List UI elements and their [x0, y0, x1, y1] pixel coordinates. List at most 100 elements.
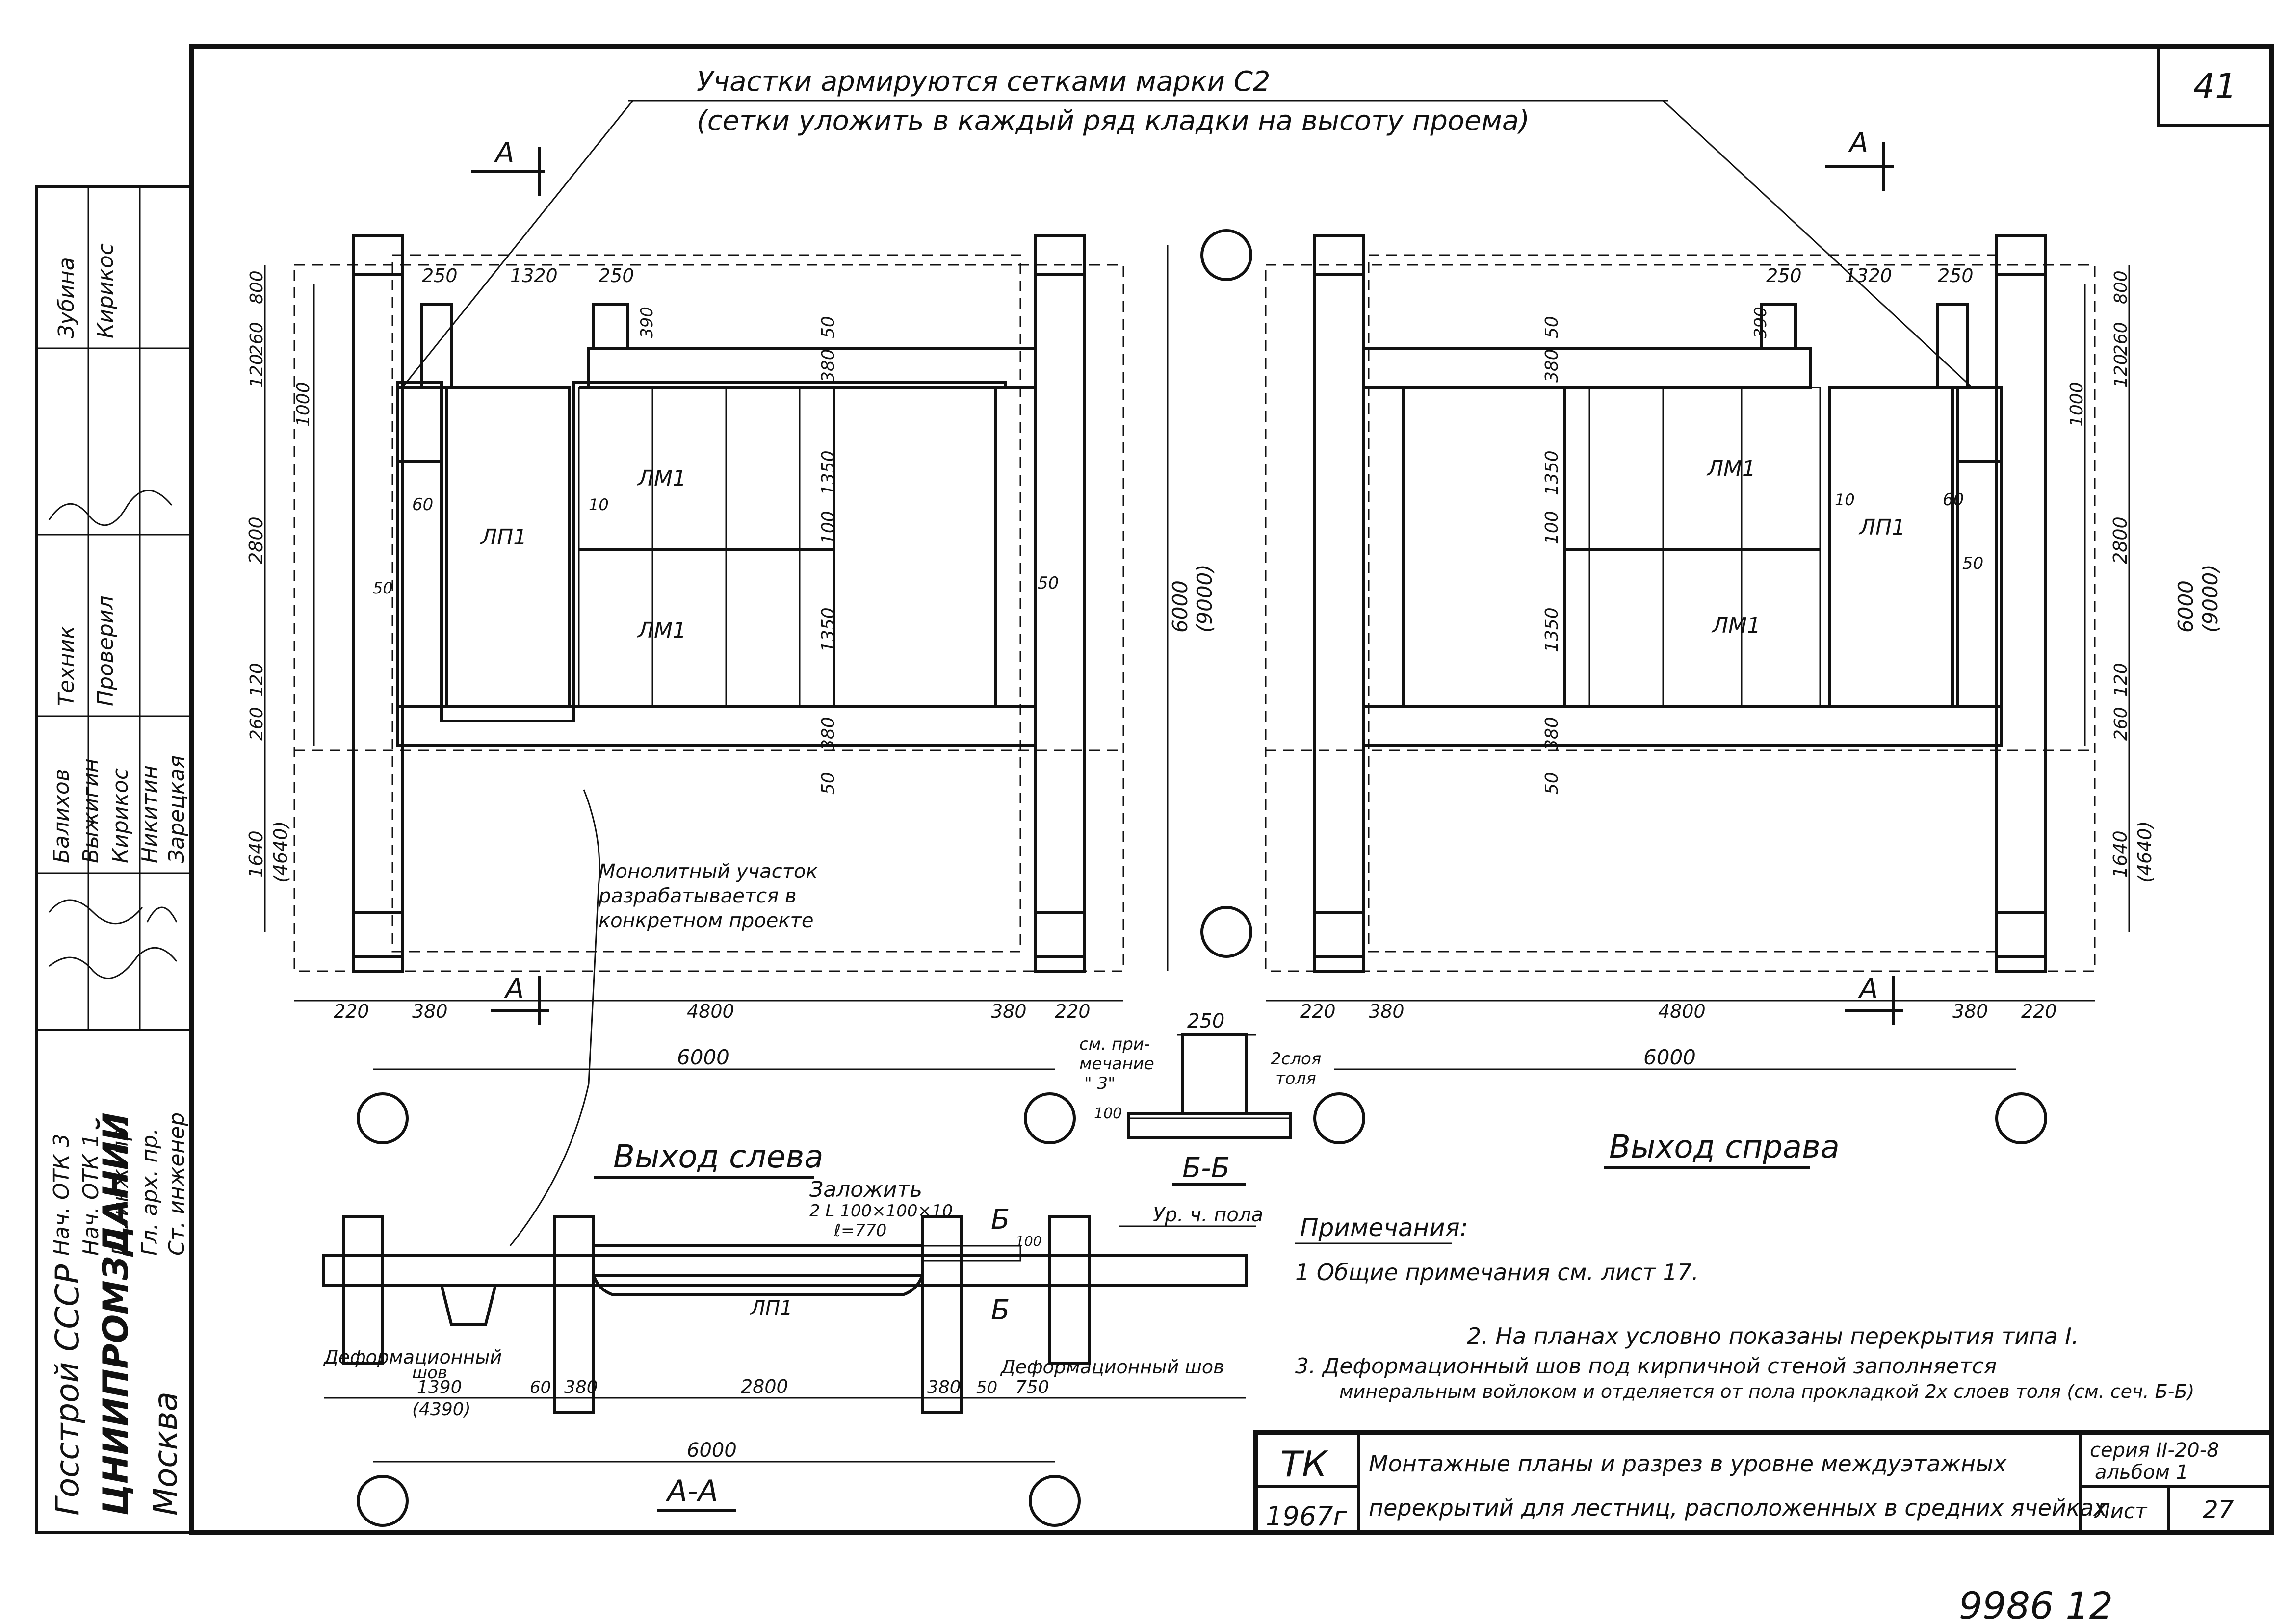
section-mark-a-left-top: А	[494, 137, 514, 169]
right-top-dim-2: 1320	[1845, 265, 1892, 286]
stamp-name-2: Выжигин	[78, 758, 104, 863]
aa-dim-100: 100	[1015, 1233, 1041, 1249]
left-inner-dim-9: 60	[412, 495, 433, 515]
stamp-position-5: Ст. инженер	[164, 1112, 189, 1256]
right-side-dim-8: 1640	[2109, 830, 2131, 878]
aa-cut-mark-bottom: Б	[991, 1294, 1010, 1326]
stamp-org-gosstroy: Госстрой СССР	[49, 1264, 86, 1516]
stamp-role-technician: Техник	[54, 626, 79, 706]
stamp-position-1: Нач. ОТК 3	[49, 1134, 74, 1256]
stamp-name-3: Кирикос	[108, 768, 133, 863]
right-inner-dim-8: 390	[1751, 307, 1770, 338]
left-side-dim-6: 120	[247, 663, 267, 696]
stamp-position-2: Нач. ОТК 1	[78, 1134, 104, 1256]
left-monolith-note-2: разрабатывается в	[598, 885, 796, 907]
left-inner-dim-12: 50	[373, 579, 393, 597]
aa-dim-5: 380	[927, 1377, 961, 1397]
section-mark-a-left-bottom: А	[504, 973, 524, 1005]
aa-floor-level: Ур. ч. пола	[1153, 1204, 1263, 1226]
right-side-dim-2: 260	[2111, 322, 2131, 356]
title-year: 1967г	[1266, 1501, 1347, 1532]
bb-note-left-3: " 3"	[1084, 1074, 1116, 1093]
axis-bubble	[1024, 1092, 1076, 1144]
right-overall-width: 6000	[1643, 1045, 1696, 1069]
left-inner-dim-3: 1350	[818, 450, 838, 495]
title-sheet-number: 27	[2203, 1495, 2234, 1524]
top-note-line-2: (сетки уложить в каждый ряд кладки на вы…	[697, 105, 1530, 137]
side-stamp: Госстрой СССР ЦНИИПРОМЗДАНИЙ Москва Нач.…	[35, 185, 193, 1534]
left-bottom-dim-3: 4800	[687, 1001, 734, 1022]
sheet-number-box	[2157, 45, 2273, 127]
aa-title: А-А	[665, 1474, 718, 1508]
top-note-line-1: Участки армируются сетками марки С2	[697, 66, 1271, 98]
leader-line-left	[401, 100, 634, 388]
left-bottom-dim-2: 380	[412, 1001, 448, 1022]
right-side-dim-4: 1000	[2067, 382, 2087, 427]
left-plan: А А ЛП1 ЛМ1 ЛМ1 Выход слева Монолитный у…	[245, 137, 1252, 1246]
aa-joint-left-2: шов	[412, 1363, 447, 1383]
left-monolith-note-1: Монолитный участок	[599, 860, 818, 883]
title-text-1: Монтажные планы и разрез в уровне междуэ…	[1369, 1450, 2007, 1477]
right-side-dim-1: 800	[2111, 270, 2131, 304]
right-bottom-dim-5: 220	[2021, 1001, 2057, 1022]
right-plan: А А ЛП1 ЛМ1 ЛМ1 Выход справа 250 1320 25…	[1265, 127, 2222, 1169]
aa-overall: 6000	[687, 1439, 737, 1462]
right-inner-dim-5: 1350	[1542, 607, 1562, 652]
right-lm1-bottom-label: ЛМ1	[1711, 613, 1761, 638]
left-side-dim-5: 2800	[245, 516, 267, 564]
right-inner-dim-4: 100	[1542, 511, 1562, 544]
right-landing-lp1	[1828, 386, 1954, 708]
left-overall-height-alt: (9000)	[1193, 564, 1217, 633]
left-overall-width: 6000	[677, 1045, 729, 1069]
aa-dim-2: 60	[530, 1378, 551, 1397]
left-inner-dim-5: 1350	[818, 607, 838, 652]
left-side-dim-7: 260	[247, 707, 267, 741]
axis-bubble	[1200, 906, 1252, 958]
left-side-dim-8: 1640	[245, 830, 267, 878]
left-side-dim-4: 1000	[293, 382, 313, 427]
stamp-position-4: Гл. арх. пр.	[137, 1128, 162, 1256]
left-inner-dim-10: 50	[1038, 573, 1059, 593]
aa-dim-1: 1390	[417, 1377, 462, 1397]
aa-dim-alt: (4390)	[412, 1399, 471, 1419]
title-org-code: ТК	[1280, 1444, 1328, 1485]
left-overall-height: 6000	[1168, 580, 1192, 633]
right-side-dim-5: 2800	[2109, 516, 2131, 564]
left-side-dim-2: 260	[247, 322, 267, 356]
axis-bubble	[1995, 1092, 2047, 1144]
bb-note-right-1: 2слоя	[1271, 1049, 1321, 1069]
section-bb: 250 см. при- мечание " 3" 2слоя толя 100…	[1079, 1010, 1321, 1186]
right-inner-dim-7: 50	[1542, 772, 1562, 795]
stamp-name-1: Балихов	[49, 769, 74, 863]
section-aa: Заложить 2 L 100×100×10 ℓ=770 Ур. ч. пол…	[322, 1177, 1263, 1527]
title-text-2: перекрытий для лестниц, расположенных в …	[1369, 1495, 2108, 1521]
left-bottom-dim-5: 220	[1055, 1001, 1091, 1022]
bb-note-left-1: см. при-	[1079, 1034, 1150, 1054]
right-side-dim-9: (4640)	[2134, 821, 2156, 883]
note-item-3: 3. Деформационный шов под кирпичной стен…	[1295, 1354, 1997, 1379]
bb-dim-side: 100	[1094, 1105, 1122, 1122]
right-inner-dim-3: 1350	[1542, 450, 1562, 495]
right-flights-area	[1402, 387, 1821, 707]
left-inner-dim-2: 380	[818, 349, 838, 383]
right-side-dim-7: 260	[2111, 707, 2131, 741]
right-inner-dim-11: 10	[1835, 490, 1855, 509]
title-block: ТК 1967г Монтажные планы и разрез в уров…	[1253, 1430, 2274, 1535]
right-side-dim-6: 120	[2111, 663, 2131, 696]
left-inner-dim-7: 50	[818, 772, 838, 795]
axis-bubble	[1029, 1475, 1081, 1527]
axis-bubble	[357, 1092, 409, 1144]
left-flights-area	[578, 387, 997, 707]
note-item-2: 2. На планах условно показаны перекрытия…	[1467, 1323, 2079, 1349]
left-bottom-dim-1: 220	[334, 1001, 369, 1022]
section-mark-a-right-bottom: А	[1858, 973, 1878, 1005]
note-item-3-cont: минеральным войлоком и отделяется от пол…	[1339, 1381, 2194, 1402]
right-bottom-dim-2: 380	[1369, 1001, 1405, 1022]
right-overall-height-alt: (9000)	[2198, 564, 2222, 633]
right-lp1-label: ЛП1	[1858, 515, 1905, 540]
signature-scribbles	[48, 490, 178, 979]
left-inner-dim-6: 380	[818, 717, 838, 750]
aa-joint-left-1: Деформационный	[323, 1346, 502, 1368]
left-top-dim-2: 1320	[510, 265, 558, 286]
left-side-dim-3: 120	[247, 354, 267, 387]
